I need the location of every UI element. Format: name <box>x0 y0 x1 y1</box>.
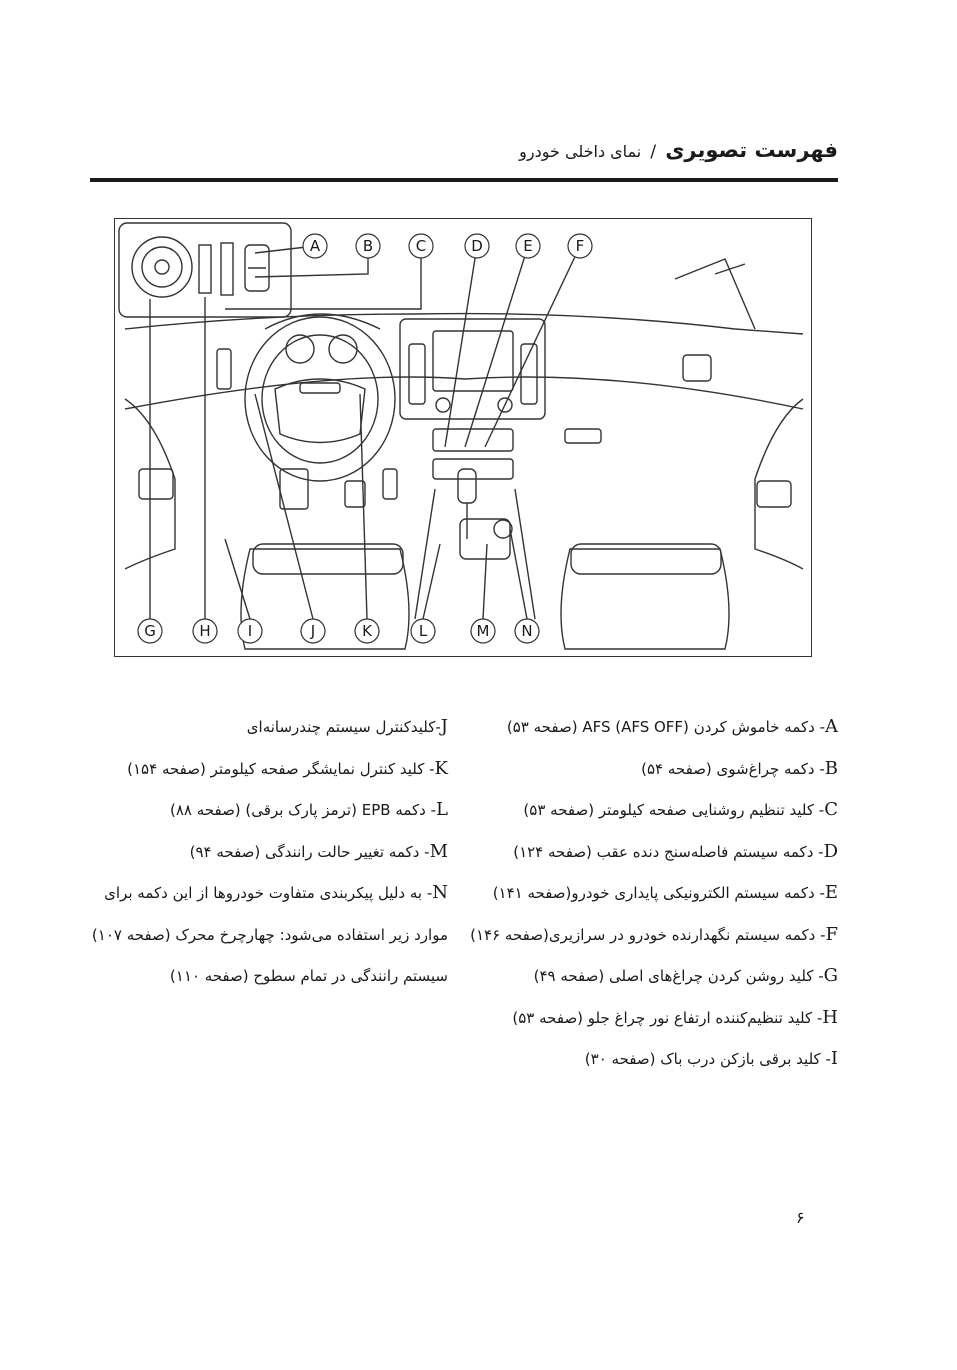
callout-k-marker <box>354 618 380 644</box>
callout-b: B <box>363 237 373 255</box>
gear-shifter-icon <box>457 468 477 504</box>
legend-item-continued: موارد زیر استفاده می‌شود: چهارچرخ محرک (… <box>91 925 448 944</box>
legend-item: G- کلید روشن کردن چراغ‌های اصلی (صفحه ۴۹… <box>533 965 838 986</box>
callout-e: E <box>523 237 532 255</box>
callout-n-marker <box>514 618 540 644</box>
legend-item: C- کلید تنظیم روشنایی صفحه کیلومتر (صفحه… <box>523 799 838 820</box>
callout-g-marker <box>137 618 163 644</box>
legend-item: N- به دلیل پیکربندی متفاوت خودروها از ای… <box>104 882 448 903</box>
callout-g: G <box>144 622 156 640</box>
callout-f: F <box>576 237 585 255</box>
legend-item: E- دکمه سیستم الکترونیکی پایداری خودرو(ص… <box>492 882 838 903</box>
legend-item: F- دکمه سیستم نگهدارنده خودرو در سرازیری… <box>470 923 838 945</box>
legend-item: I- کلید برقی بازکن درب باک (صفحه ۳۰) <box>584 1048 838 1069</box>
callout-l: L <box>419 622 428 640</box>
callout-h: H <box>199 622 210 640</box>
callout-m-marker <box>470 618 496 644</box>
legend-item: A- دکمه خاموش کردن AFS (AFS OFF) (صفحه ۵… <box>506 716 838 737</box>
infotainment-screen <box>432 330 514 392</box>
passenger-seat <box>560 548 730 650</box>
callout-k: K <box>362 622 373 640</box>
legend-left-column: J-کلیدکنترل سیستم چندرسانه‌ای K- کلید کن… <box>86 706 448 997</box>
legend-item: B- دکمه چراغ‌شوی (صفحه ۵۴) <box>641 757 838 779</box>
steering-wheel-icon <box>244 316 396 482</box>
header-rule <box>90 178 838 182</box>
callout-a: A <box>310 237 321 255</box>
legend-right-column: A- دکمه خاموش کردن AFS (AFS OFF) (صفحه ۵… <box>470 706 838 1080</box>
legend-item: J-کلیدکنترل سیستم چندرسانه‌ای <box>246 716 448 737</box>
interior-diagram: A B C D E F G H I J K L M N <box>114 218 812 657</box>
header-subtitle: نمای داخلی خودرو <box>519 142 642 161</box>
legend-item: D- دکمه سیستم فاصله‌سنج دنده عقب (صفحه ۱… <box>513 840 838 862</box>
callout-c-marker <box>408 233 434 259</box>
callout-h-marker <box>192 618 218 644</box>
callout-b-marker <box>355 233 381 259</box>
interior-diagram-drawing: A B C D E F G H I J K L M N <box>118 222 804 650</box>
header-title: فهرست تصویری <box>665 138 838 162</box>
legend-item: M- دکمه تغییر حالت رانندگی (صفحه ۹۴) <box>189 840 448 862</box>
page-header: فهرست تصویری / نمای داخلی خودرو <box>90 138 838 184</box>
callout-n: N <box>521 622 532 640</box>
callout-c: C <box>416 237 426 255</box>
callout-l-marker <box>410 618 436 644</box>
legend-item-continued: سیستم رانندگی در تمام سطوح (صفحه ۱۱۰) <box>169 967 448 985</box>
callout-d-marker <box>464 233 490 259</box>
callout-i: I <box>248 622 252 640</box>
callout-a-marker <box>302 233 328 259</box>
left-door <box>124 398 176 570</box>
page-number: ۶ <box>796 1208 805 1227</box>
callout-j-marker <box>300 618 326 644</box>
legend-item: L- دکمه EPB (ترمز پارک برقی) (صفحه ۸۸) <box>170 799 448 820</box>
header-separator: / <box>650 142 657 162</box>
center-console <box>399 318 546 420</box>
driver-seat <box>240 548 410 650</box>
right-door <box>754 398 804 570</box>
callout-d: D <box>471 237 483 255</box>
callout-e-marker <box>515 233 541 259</box>
headlight-dial-icon <box>131 236 193 298</box>
callout-m: M <box>477 622 490 640</box>
legend-item: H- کلید تنظیم‌کننده ارتفاع نور چراغ جلو … <box>512 1006 838 1028</box>
callout-i-marker <box>237 618 263 644</box>
callout-j: J <box>310 622 315 640</box>
callout-f-marker <box>567 233 593 259</box>
legend-item: K- کلید کنترل نمایشگر صفحه کیلومتر (صفحه… <box>127 757 448 779</box>
